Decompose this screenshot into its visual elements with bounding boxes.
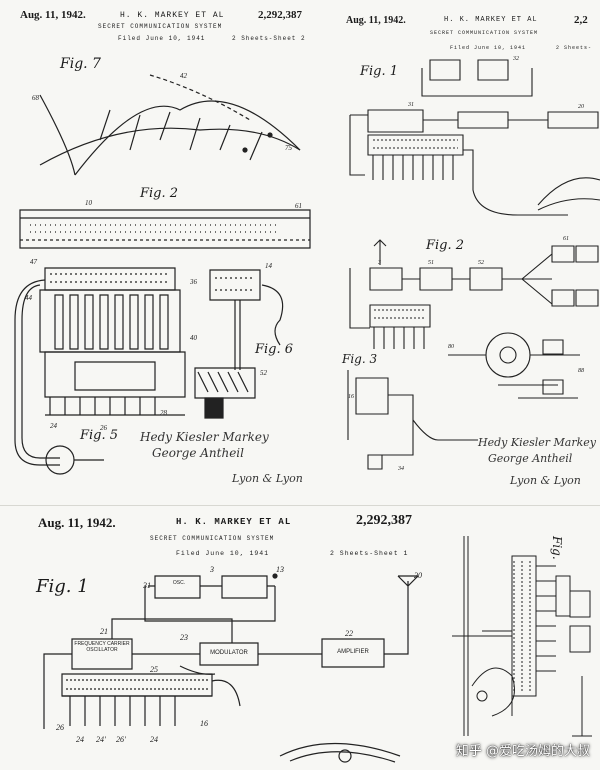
svg-text:40: 40	[190, 334, 198, 342]
svg-text:26': 26'	[116, 735, 126, 744]
sheet-date: Aug. 11, 1942.	[346, 15, 406, 26]
fig3-label: Fig. 3	[342, 352, 378, 366]
svg-text:24: 24	[150, 735, 158, 744]
svg-text:16: 16	[348, 394, 354, 400]
patent-number-partial: 2,2	[574, 14, 588, 26]
svg-text:20: 20	[578, 104, 584, 110]
watermark: 知乎 @爱吃汤姆的大叔	[455, 744, 590, 759]
svg-text:61: 61	[295, 202, 302, 210]
svg-text:26: 26	[100, 424, 108, 432]
svg-text:3: 3	[209, 565, 214, 574]
sheet-title: SECRET COMMUNICATION SYSTEM	[150, 535, 275, 542]
drawing-sheet-1-upper: 31 32 20 3 51 52 61 80 88 16 34	[338, 56, 600, 472]
svg-text:42: 42	[180, 72, 188, 80]
patent-sheet-1-bottom-left: Aug. 11, 1942. H. K. MARKEY ET AL 2,292,…	[0, 505, 452, 770]
drawing-sheet-2: 68 42 75 10 61 47 36 14 44 40 52 24 26 28	[0, 72, 338, 505]
svg-text:16: 16	[200, 719, 208, 728]
signature-attorney: Lyon & Lyon	[232, 472, 303, 485]
patent-sheet-rotated-bottom-right: Fig.	[452, 505, 600, 770]
sheet-filed: Filed June 10, 1941	[176, 550, 270, 557]
sheet-inventors: H. K. MARKEY ET AL	[176, 517, 292, 527]
svg-text:31: 31	[142, 581, 151, 590]
svg-text:14: 14	[265, 262, 273, 270]
svg-text:80: 80	[448, 344, 454, 350]
svg-text:36: 36	[189, 278, 198, 286]
fig5-label: Fig. 5	[80, 428, 119, 443]
svg-text:24': 24'	[96, 735, 106, 744]
svg-text:25: 25	[150, 665, 158, 674]
svg-text:10: 10	[85, 199, 93, 207]
svg-text:26: 26	[56, 723, 64, 732]
sheet-filed: Filed June 10, 1941	[450, 45, 527, 51]
fig2-label: Fig. 2	[140, 186, 179, 201]
svg-text:52: 52	[260, 369, 268, 377]
sheet-count: 2 Sheets-	[556, 45, 593, 51]
fig1-label: Fig. 1	[36, 576, 89, 597]
patent-number: 2,292,387	[258, 9, 302, 21]
drawing-sheet-rotated	[452, 506, 600, 770]
svg-text:75: 75	[285, 144, 293, 152]
patent-sheet-2-top-left: Aug. 11, 1942. H. K. MARKEY ET AL 2,292,…	[0, 0, 339, 505]
fig1-label: Fig. 1	[360, 64, 399, 79]
fig7-label: Fig. 7	[60, 56, 101, 72]
svg-text:20: 20	[414, 571, 422, 580]
svg-text:28: 28	[160, 409, 168, 417]
svg-text:23: 23	[180, 633, 188, 642]
sheet-title: SECRET COMMUNICATION SYSTEM	[98, 23, 223, 30]
svg-text:51: 51	[428, 260, 434, 266]
signature-attorney: Lyon & Lyon	[510, 474, 581, 487]
svg-text:47: 47	[30, 258, 38, 266]
fig2-label: Fig. 2	[426, 238, 465, 253]
sheet-date: Aug. 11, 1942.	[20, 9, 86, 21]
svg-text:68: 68	[32, 94, 40, 102]
patent-number: 2,292,387	[356, 513, 412, 528]
carrier-oscillator-label: FREQUENCY CARRIER OSCILLATOR	[74, 641, 130, 653]
sheet-inventors: H. K. MARKEY ET AL	[444, 16, 538, 24]
svg-text:31: 31	[407, 102, 414, 108]
svg-text:22: 22	[345, 629, 353, 638]
drawing-sheet-1-lower: 31 3 13 20 22 23 21 25 26 24 24' 26' 24 16	[0, 565, 422, 770]
svg-text:24: 24	[50, 422, 58, 430]
signature-antheil: George Antheil	[152, 446, 244, 460]
fig6-label: Fig. 6	[255, 342, 294, 357]
sheet-count: 2 Sheets-Sheet 2	[232, 35, 306, 42]
svg-text:52: 52	[478, 260, 484, 266]
svg-text:13: 13	[276, 565, 284, 574]
svg-text:3: 3	[377, 260, 381, 266]
svg-text:88: 88	[578, 368, 584, 374]
modulator-label: MODULATOR	[210, 650, 248, 656]
sheet-title: SECRET COMMUNICATION SYSTEM	[430, 30, 539, 36]
osc-block-a: OSC.	[172, 580, 186, 586]
svg-text:32: 32	[512, 56, 519, 62]
svg-text:24: 24	[76, 735, 84, 744]
signature-markey: Hedy Kiesler Markey	[478, 436, 596, 449]
signature-antheil: George Antheil	[488, 452, 573, 465]
sheet-filed: Filed June 10, 1941	[118, 35, 206, 42]
svg-text:61: 61	[563, 236, 569, 242]
amplifier-label: AMPLIFIER	[337, 649, 369, 655]
patent-sheet-1-top-right: Aug. 11, 1942. H. K. MARKEY ET AL 2,2 SE…	[338, 0, 600, 505]
signature-markey: Hedy Kiesler Markey	[140, 430, 269, 444]
sheet-count: 2 Sheets-Sheet 1	[330, 550, 409, 557]
svg-text:34: 34	[397, 465, 404, 472]
sheet-inventors: H. K. MARKEY ET AL	[120, 11, 225, 20]
svg-text:21: 21	[100, 627, 108, 636]
svg-text:44: 44	[25, 294, 33, 302]
sheet-date: Aug. 11, 1942.	[38, 515, 116, 530]
